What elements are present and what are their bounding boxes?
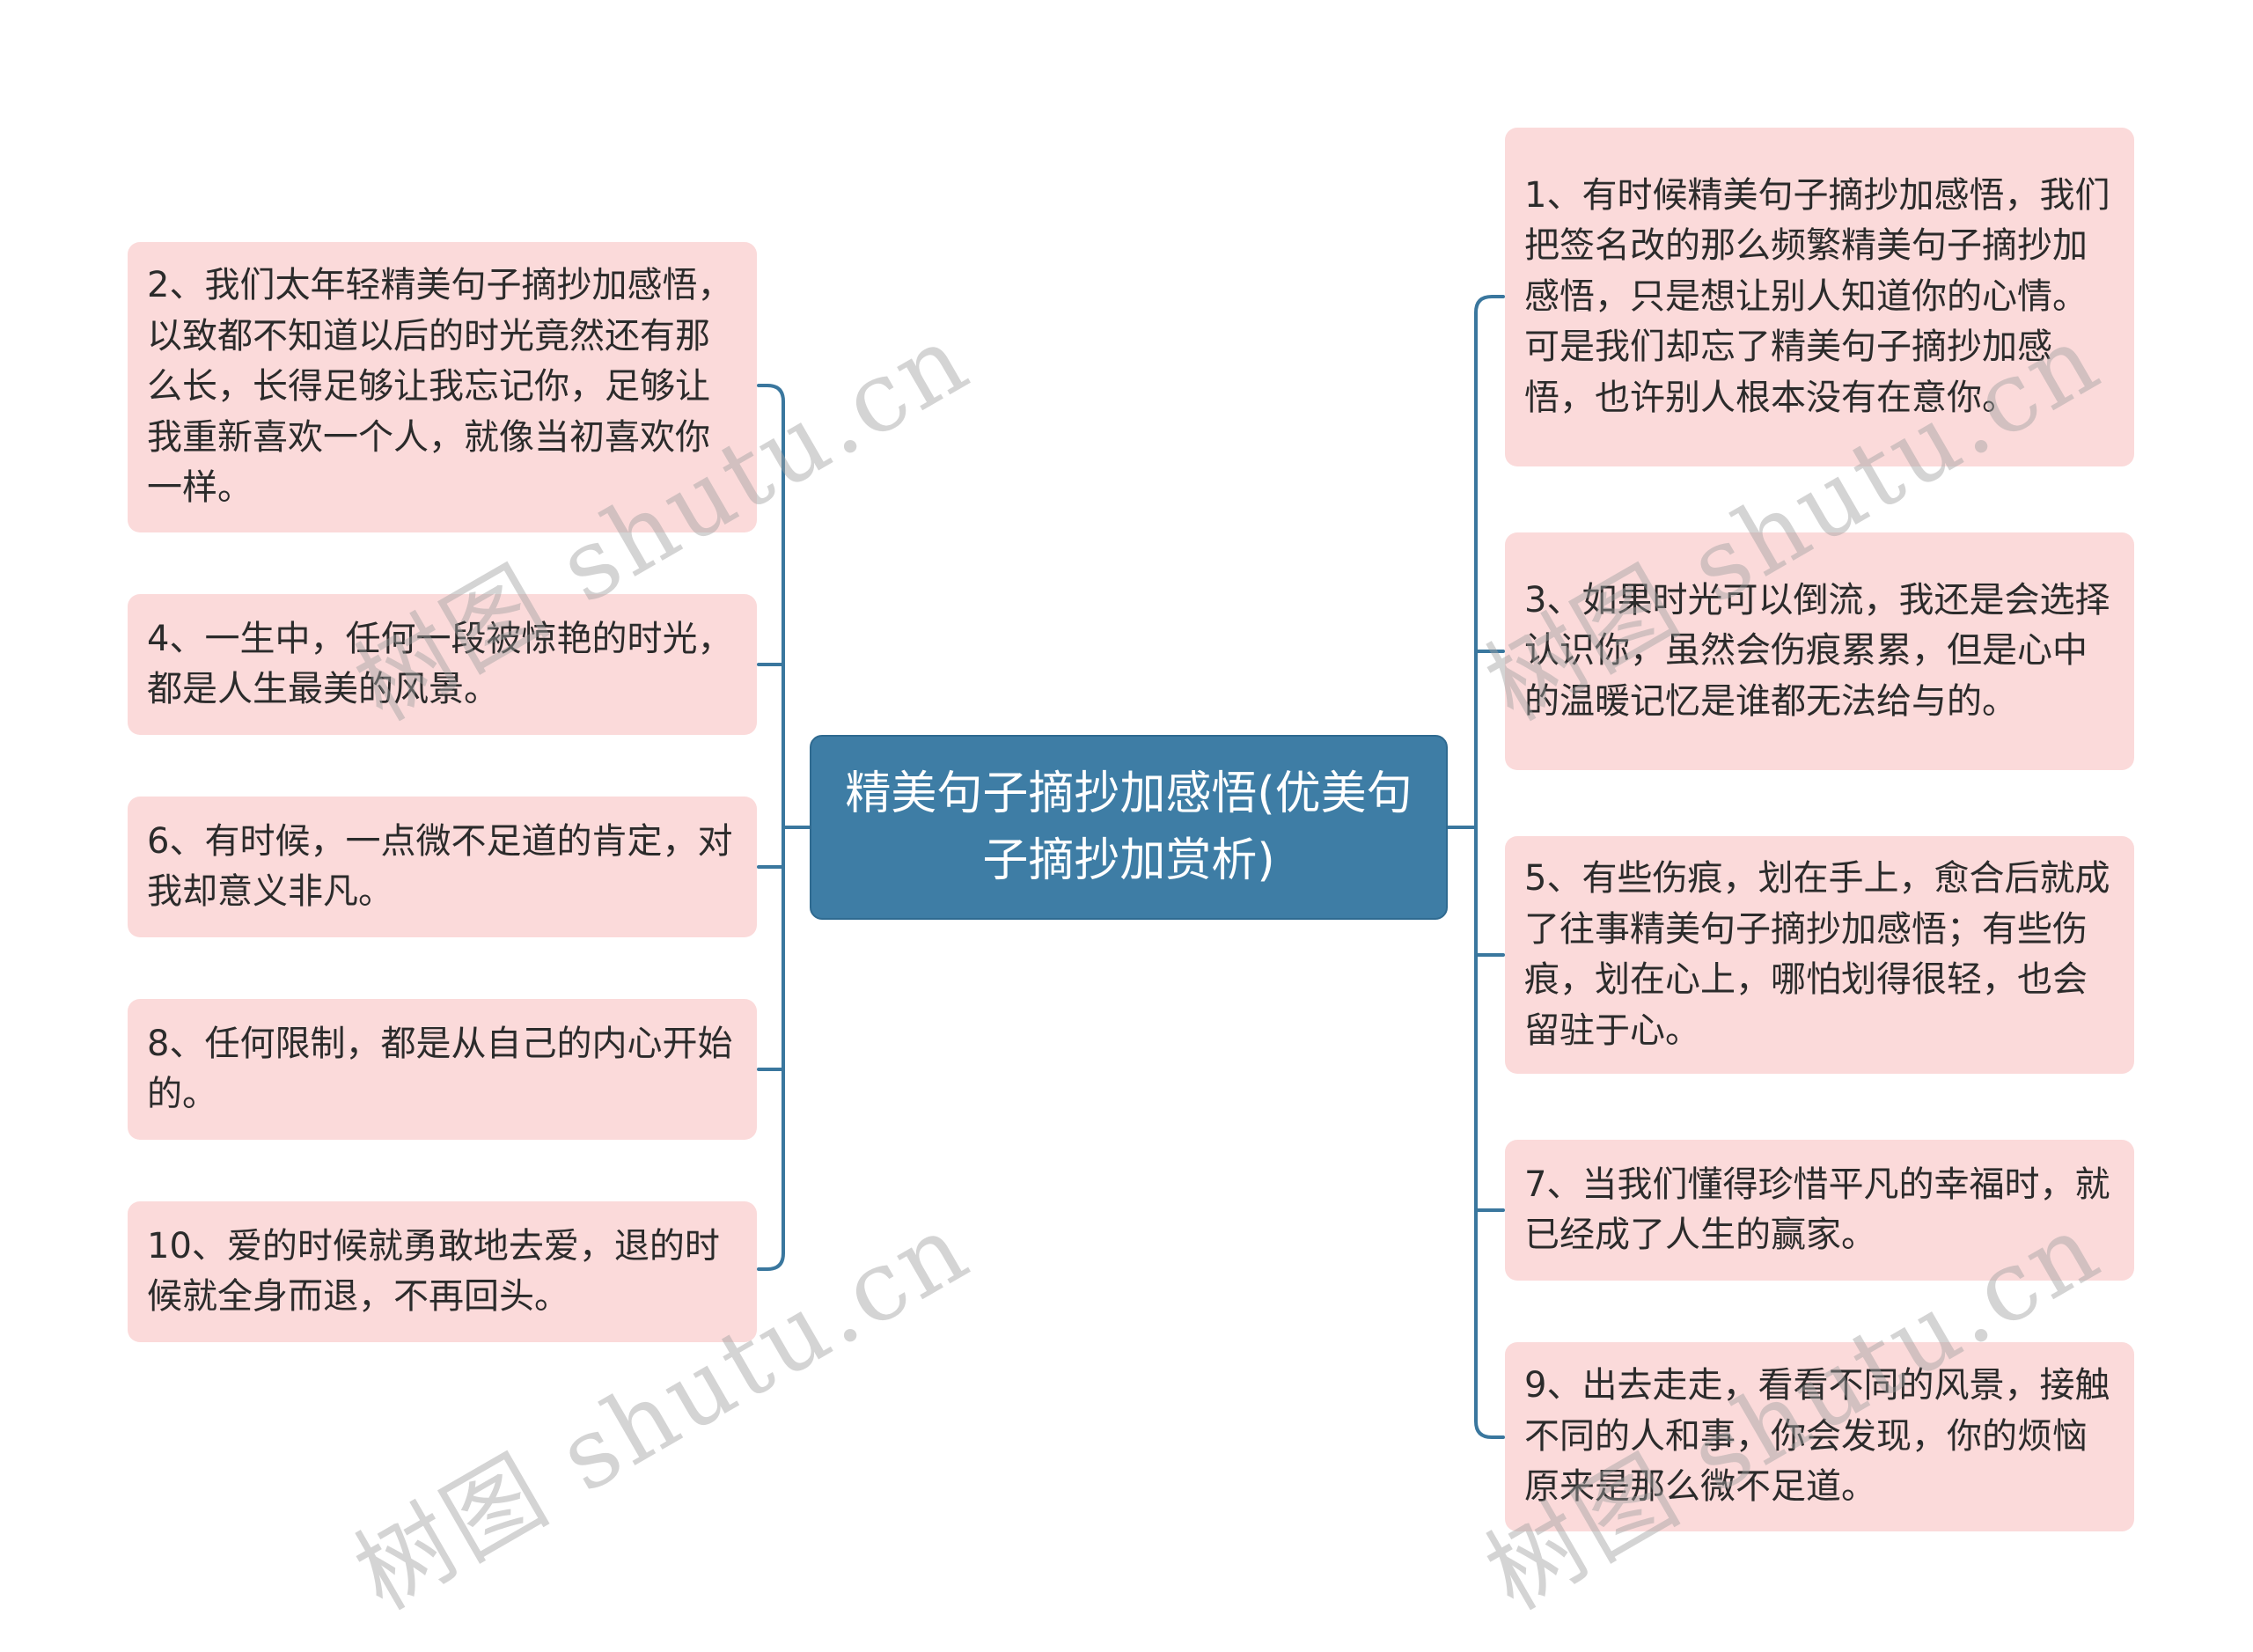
node-label: 6、有时候，一点微不足道的肯定，对我却意义非凡。 bbox=[147, 820, 733, 913]
node-label: 5、有些伤痕，划在手上，愈合后就成了往事精美句子摘抄加感悟；有些伤痕，划在心上，… bbox=[1524, 858, 2110, 1051]
node-label: 8、任何限制，都是从自己的内心开始的。 bbox=[147, 1023, 733, 1115]
root-node[interactable]: 精美句子摘抄加感悟(优美句子摘抄加赏析) bbox=[810, 735, 1448, 920]
node-label: 9、出去走走，看看不同的风景，接触不同的人和事，你会发现，你的烦恼原来是那么微不… bbox=[1524, 1365, 2110, 1508]
node-label: 10、爱的时候就勇敢地去爱，退的时候就全身而退，不再回头。 bbox=[147, 1225, 720, 1318]
node-label: 4、一生中，任何一段被惊艳的时光，都是人生最美的风景。 bbox=[147, 618, 733, 710]
node-6[interactable]: 6、有时候，一点微不足道的肯定，对我却意义非凡。 bbox=[128, 797, 757, 937]
node-7[interactable]: 7、当我们懂得珍惜平凡的幸福时，就已经成了人生的赢家。 bbox=[1505, 1140, 2134, 1281]
node-label: 3、如果时光可以倒流，我还是会选择认识你，虽然会伤痕累累，但是心中的温暖记忆是谁… bbox=[1524, 579, 2110, 722]
node-4[interactable]: 4、一生中，任何一段被惊艳的时光，都是人生最美的风景。 bbox=[128, 594, 757, 735]
node-10[interactable]: 10、爱的时候就勇敢地去爱，退的时候就全身而退，不再回头。 bbox=[128, 1201, 757, 1342]
node-5[interactable]: 5、有些伤痕，划在手上，愈合后就成了往事精美句子摘抄加感悟；有些伤痕，划在心上，… bbox=[1505, 836, 2134, 1074]
node-8[interactable]: 8、任何限制，都是从自己的内心开始的。 bbox=[128, 999, 757, 1140]
connector-left-trunk bbox=[757, 384, 785, 1271]
node-1[interactable]: 1、有时候精美句子摘抄加感悟，我们把签名改的那么频繁精美句子摘抄加感悟，只是想让… bbox=[1505, 128, 2134, 466]
connector-right-trunk bbox=[1474, 295, 1505, 1439]
node-2[interactable]: 2、我们太年轻精美句子摘抄加感悟，以致都不知道以后的时光竟然还有那么长，长得足够… bbox=[128, 242, 757, 532]
root-label: 精美句子摘抄加感悟(优美句子摘抄加赏析) bbox=[845, 767, 1413, 887]
node-9[interactable]: 9、出去走走，看看不同的风景，接触不同的人和事，你会发现，你的烦恼原来是那么微不… bbox=[1505, 1342, 2134, 1531]
node-label: 2、我们太年轻精美句子摘抄加感悟，以致都不知道以后的时光竟然还有那么长，长得足够… bbox=[147, 265, 733, 509]
node-3[interactable]: 3、如果时光可以倒流，我还是会选择认识你，虽然会伤痕累累，但是心中的温暖记忆是谁… bbox=[1505, 532, 2134, 770]
node-label: 1、有时候精美句子摘抄加感悟，我们把签名改的那么频繁精美句子摘抄加感悟，只是想让… bbox=[1524, 174, 2110, 418]
node-label: 7、当我们懂得珍惜平凡的幸福时，就已经成了人生的赢家。 bbox=[1524, 1164, 2110, 1256]
